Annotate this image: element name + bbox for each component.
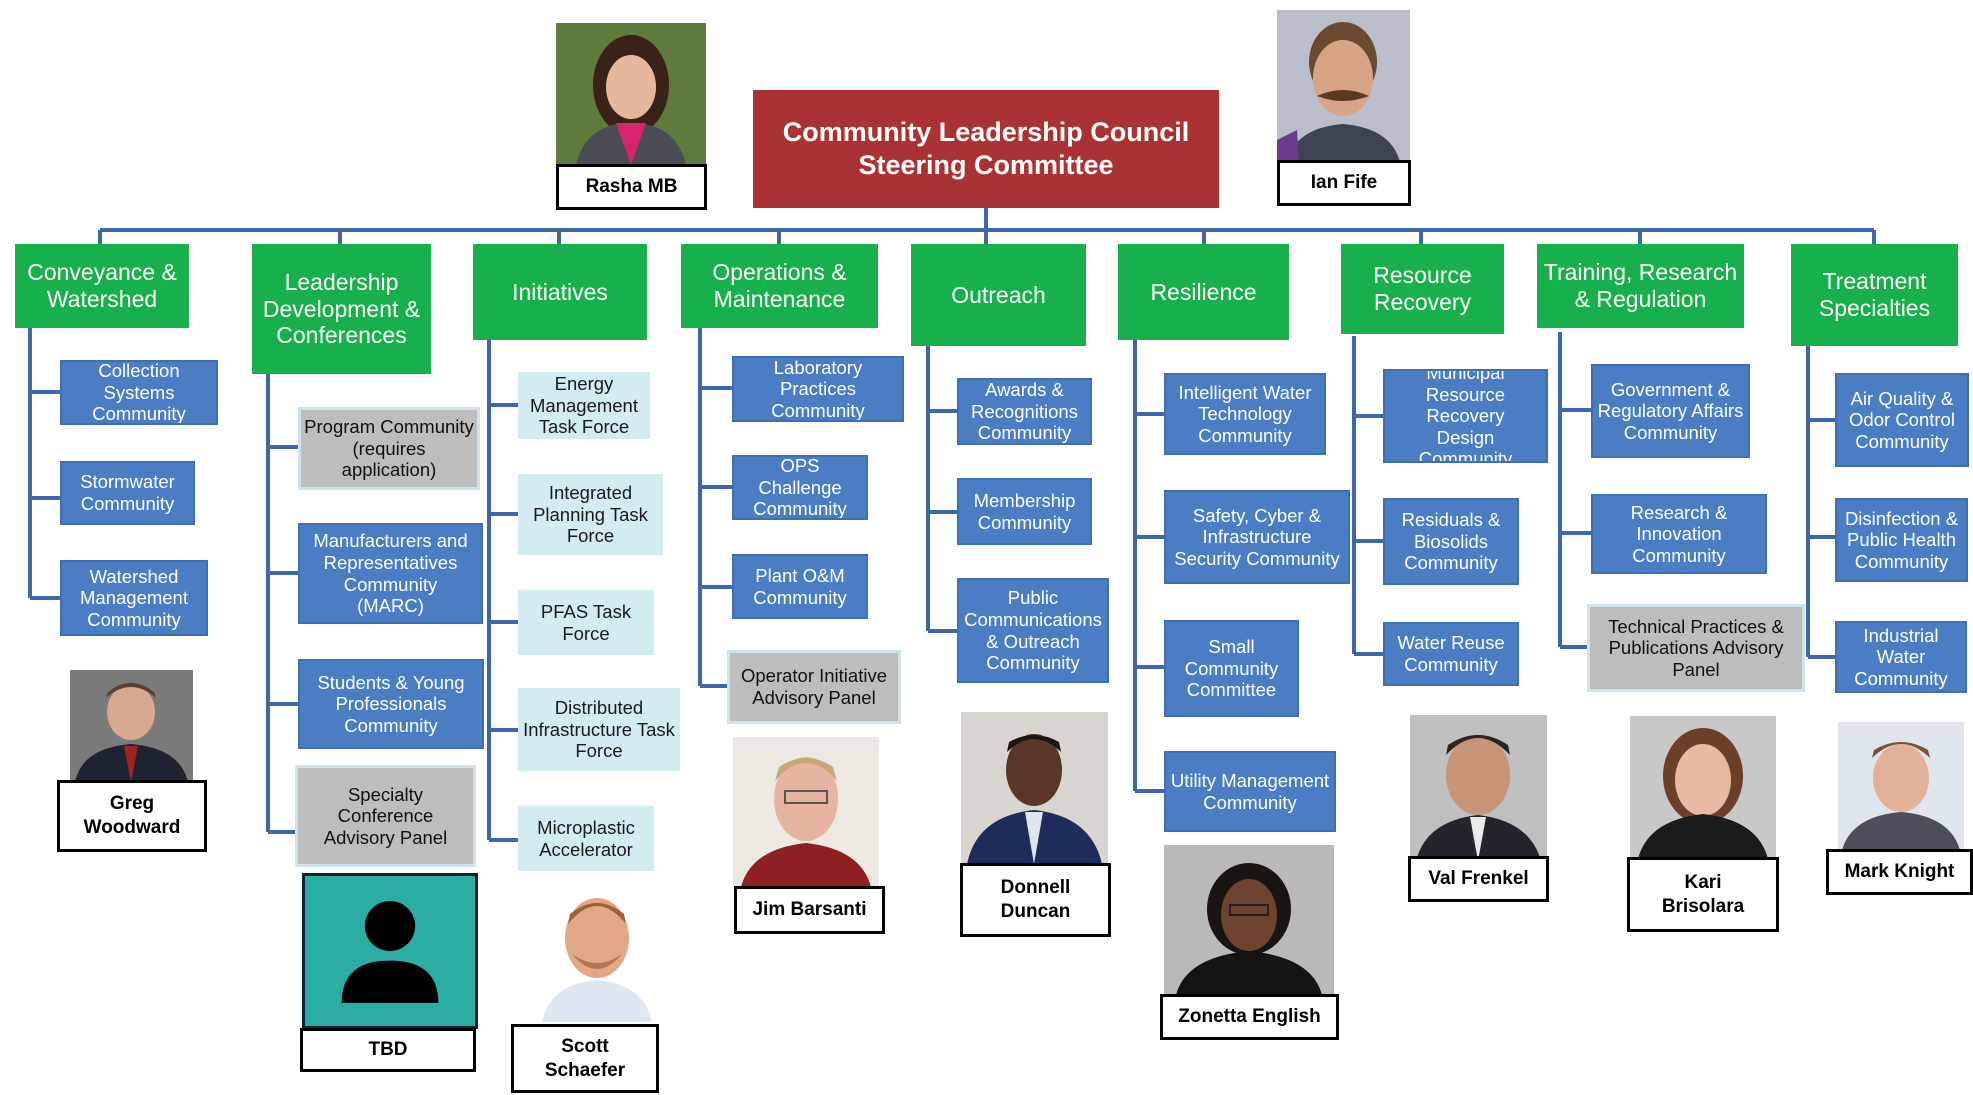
item-marc: Manufacturers and Representatives Commun… — [298, 523, 483, 624]
val-name: Val Frenkel — [1408, 856, 1549, 902]
item-municipal-resource-recovery: Municipal Resource Recovery Design Commu… — [1383, 369, 1548, 463]
item-microplastic-accelerator: Microplastic Accelerator — [518, 806, 654, 871]
scott-name: Scott Schaefer — [511, 1024, 659, 1093]
item-intelligent-water: Intelligent Water Technology Community — [1164, 373, 1326, 455]
zonetta-name: Zonetta English — [1160, 994, 1339, 1040]
item-awards-recognitions: Awards & Recognitions Community — [957, 378, 1092, 445]
category-conveyance-watershed: Conveyance & Watershed — [15, 244, 189, 328]
item-stormwater: Stormwater Community — [60, 461, 195, 525]
donnell-photo — [961, 712, 1108, 864]
item-utility-management: Utility Management Community — [1164, 751, 1336, 832]
category-outreach: Outreach — [911, 244, 1086, 346]
category-training-research-regulation: Training, Research & Regulation — [1537, 244, 1744, 328]
category-operations-maintenance: Operations & Maintenance — [681, 244, 878, 328]
item-specialty-conference-panel: Specialty Conference Advisory Panel — [295, 765, 476, 867]
jim-name: Jim Barsanti — [734, 886, 885, 934]
item-government-regulatory: Government & Regulatory Affairs Communit… — [1591, 364, 1750, 458]
item-pfas: PFAS Task Force — [518, 590, 654, 655]
item-watershed-management: Watershed Management Community — [60, 560, 208, 636]
jim-photo — [733, 737, 879, 887]
item-research-innovation: Research & Innovation Community — [1591, 494, 1767, 574]
item-residuals-biosolids: Residuals & Biosolids Community — [1383, 498, 1519, 585]
item-laboratory-practices: Laboratory Practices Community — [732, 356, 904, 422]
donnell-name: Donnell Duncan — [960, 863, 1111, 937]
person-silhouette-icon — [364, 901, 416, 951]
mark-photo — [1838, 722, 1964, 850]
greg-name: Greg Woodward — [57, 780, 207, 852]
item-public-communications: Public Communications & Outreach Communi… — [957, 578, 1109, 683]
kari-photo — [1630, 716, 1776, 859]
item-safety-cyber: Safety, Cyber & Infrastructure Security … — [1164, 490, 1350, 584]
item-air-quality: Air Quality & Odor Control Community — [1835, 373, 1969, 467]
item-integrated-planning: Integrated Planning Task Force — [518, 474, 663, 555]
steering-committee-header: Community Leadership Council Steering Co… — [753, 90, 1219, 208]
item-plant-om: Plant O&M Community — [732, 554, 868, 619]
item-collection-systems: Collection Systems Community — [60, 360, 218, 425]
scott-photo — [528, 888, 666, 1022]
zonetta-photo — [1164, 845, 1334, 995]
greg-photo — [70, 670, 193, 782]
item-membership: Membership Community — [957, 478, 1092, 545]
rasha-name: Rasha MB — [556, 164, 707, 210]
mark-name: Mark Knight — [1826, 849, 1973, 895]
item-water-reuse: Water Reuse Community — [1383, 622, 1519, 686]
category-resource-recovery: Resource Recovery — [1341, 244, 1504, 334]
val-photo — [1410, 715, 1547, 861]
item-students-young-professionals: Students & Young Professionals Community — [298, 659, 484, 749]
item-energy-management: Energy Management Task Force — [518, 372, 650, 439]
item-program-community: Program Community (requires application) — [298, 407, 480, 490]
ian-photo — [1277, 10, 1410, 162]
rasha-photo — [556, 23, 706, 165]
item-disinfection: Disinfection & Public Health Community — [1835, 498, 1968, 582]
item-operator-initiative-panel: Operator Initiative Advisory Panel — [727, 650, 901, 724]
category-initiatives: Initiatives — [473, 244, 647, 340]
item-distributed-infrastructure: Distributed Infrastructure Task Force — [518, 688, 680, 771]
tbd-name: TBD — [300, 1028, 476, 1072]
tbd-avatar — [302, 873, 478, 1029]
item-technical-practices-panel: Technical Practices & Publications Advis… — [1587, 604, 1805, 692]
item-ops-challenge: OPS Challenge Community — [732, 455, 868, 520]
ian-name: Ian Fife — [1277, 160, 1411, 206]
item-small-community: Small Community Committee — [1164, 620, 1299, 717]
kari-name: Kari Brisolara — [1627, 857, 1779, 932]
item-industrial-water: Industrial Water Community — [1835, 621, 1967, 693]
category-leadership-development: Leadership Development & Conferences — [252, 244, 431, 374]
category-treatment-specialties: Treatment Specialties — [1791, 244, 1958, 346]
category-resilience: Resilience — [1118, 244, 1289, 340]
